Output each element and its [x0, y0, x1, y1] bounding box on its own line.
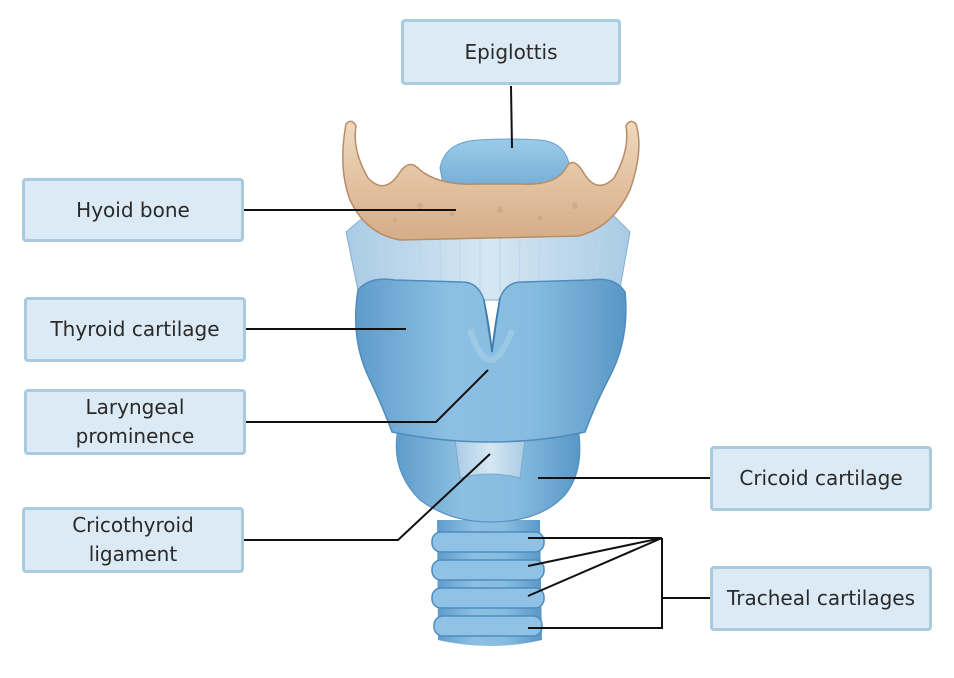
label-thyroid-cartilage-text: Thyroid cartilage: [50, 317, 220, 341]
label-cricoid-cartilage-text: Cricoid cartilage: [739, 466, 903, 490]
leader-epiglottis: [510, 85, 513, 149]
leader-cricothyroid-ligament: [244, 453, 491, 541]
trachea: [431, 520, 545, 646]
label-laryngeal-prominence-text: Laryngeal prominence: [75, 395, 195, 448]
leader-lines: [244, 85, 710, 629]
bone-texture: [393, 203, 578, 222]
label-thyroid-cartilage: Thyroid cartilage: [24, 297, 246, 362]
leader-laryngeal-prominence: [246, 369, 489, 423]
label-cricothyroid-ligament-text: Cricothyroid ligament: [72, 513, 194, 566]
label-hyoid-bone: Hyoid bone: [22, 178, 244, 242]
label-tracheal-cartilages-text: Tracheal cartilages: [726, 586, 915, 610]
label-cricothyroid-ligament: Cricothyroid ligament: [22, 507, 244, 573]
leader-tracheal-cartilages: [528, 597, 710, 629]
tracheal-rings: [431, 531, 545, 637]
label-epiglottis: Epiglottis: [401, 19, 621, 85]
label-laryngeal-prominence: Laryngeal prominence: [24, 389, 246, 455]
laryngeal-prominence-shape: [467, 328, 515, 363]
label-tracheal-cartilages: Tracheal cartilages: [710, 566, 932, 631]
label-epiglottis-text: Epiglottis: [464, 39, 558, 64]
label-hyoid-bone-text: Hyoid bone: [76, 197, 190, 222]
label-cricoid-cartilage: Cricoid cartilage: [710, 446, 932, 511]
